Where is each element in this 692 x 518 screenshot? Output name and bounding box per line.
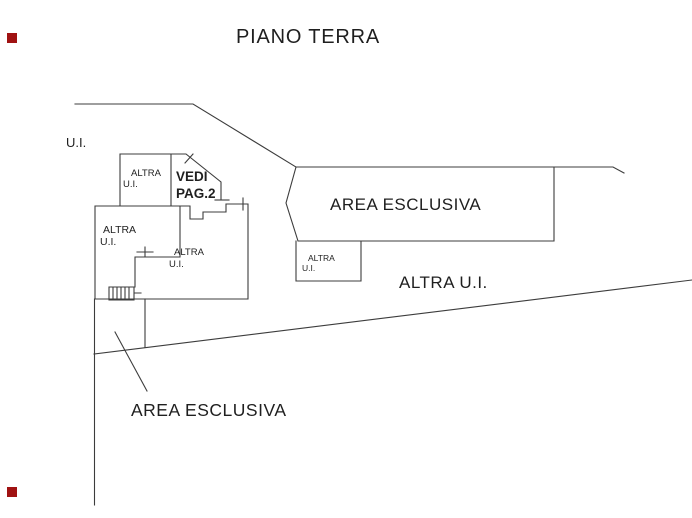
label-upper-unit-1: ALTRA: [131, 168, 161, 179]
label-left-unit-1: ALTRA: [103, 224, 137, 236]
boundary-top-right-line: [295, 166, 625, 174]
stairs-icon: [108, 286, 142, 301]
label-small-unit-1: ALTRA: [308, 253, 335, 263]
label-altra-ui-right: ALTRA U.I.: [399, 273, 488, 292]
area-esclusiva-outline: [285, 166, 555, 242]
interior-door-tick: [136, 246, 154, 258]
label-vedi-1: VEDI: [176, 169, 208, 184]
label-ui-left: U.I.: [66, 135, 87, 150]
central-unit-outline: [94, 203, 249, 300]
red-corner-marker-bottom: [7, 487, 17, 497]
small-unit-box: [295, 240, 362, 282]
label-vedi-2: PAG.2: [176, 186, 216, 201]
interior-partition: [134, 205, 181, 288]
boundary-lower-diagonal: [93, 279, 692, 355]
label-upper-unit-2: U.I.: [123, 179, 138, 190]
label-central-unit-2: U.I.: [169, 259, 184, 270]
label-small-unit-2: U.I.: [302, 263, 316, 273]
leader-line: [114, 331, 148, 392]
vedi-diagonal-tick: [184, 153, 194, 164]
page-title: PIANO TERRA: [236, 26, 381, 48]
boundary-upper-line: [74, 103, 297, 168]
vedi-region-outline: [170, 153, 222, 201]
label-area-esclusiva-main: AREA ESCLUSIVA: [330, 195, 482, 214]
red-corner-marker-top: [7, 33, 17, 43]
label-left-unit-2: U.I.: [100, 236, 117, 248]
label-area-esclusiva-bottom: AREA ESCLUSIVA: [131, 400, 287, 420]
label-central-unit-1: ALTRA: [174, 247, 204, 258]
